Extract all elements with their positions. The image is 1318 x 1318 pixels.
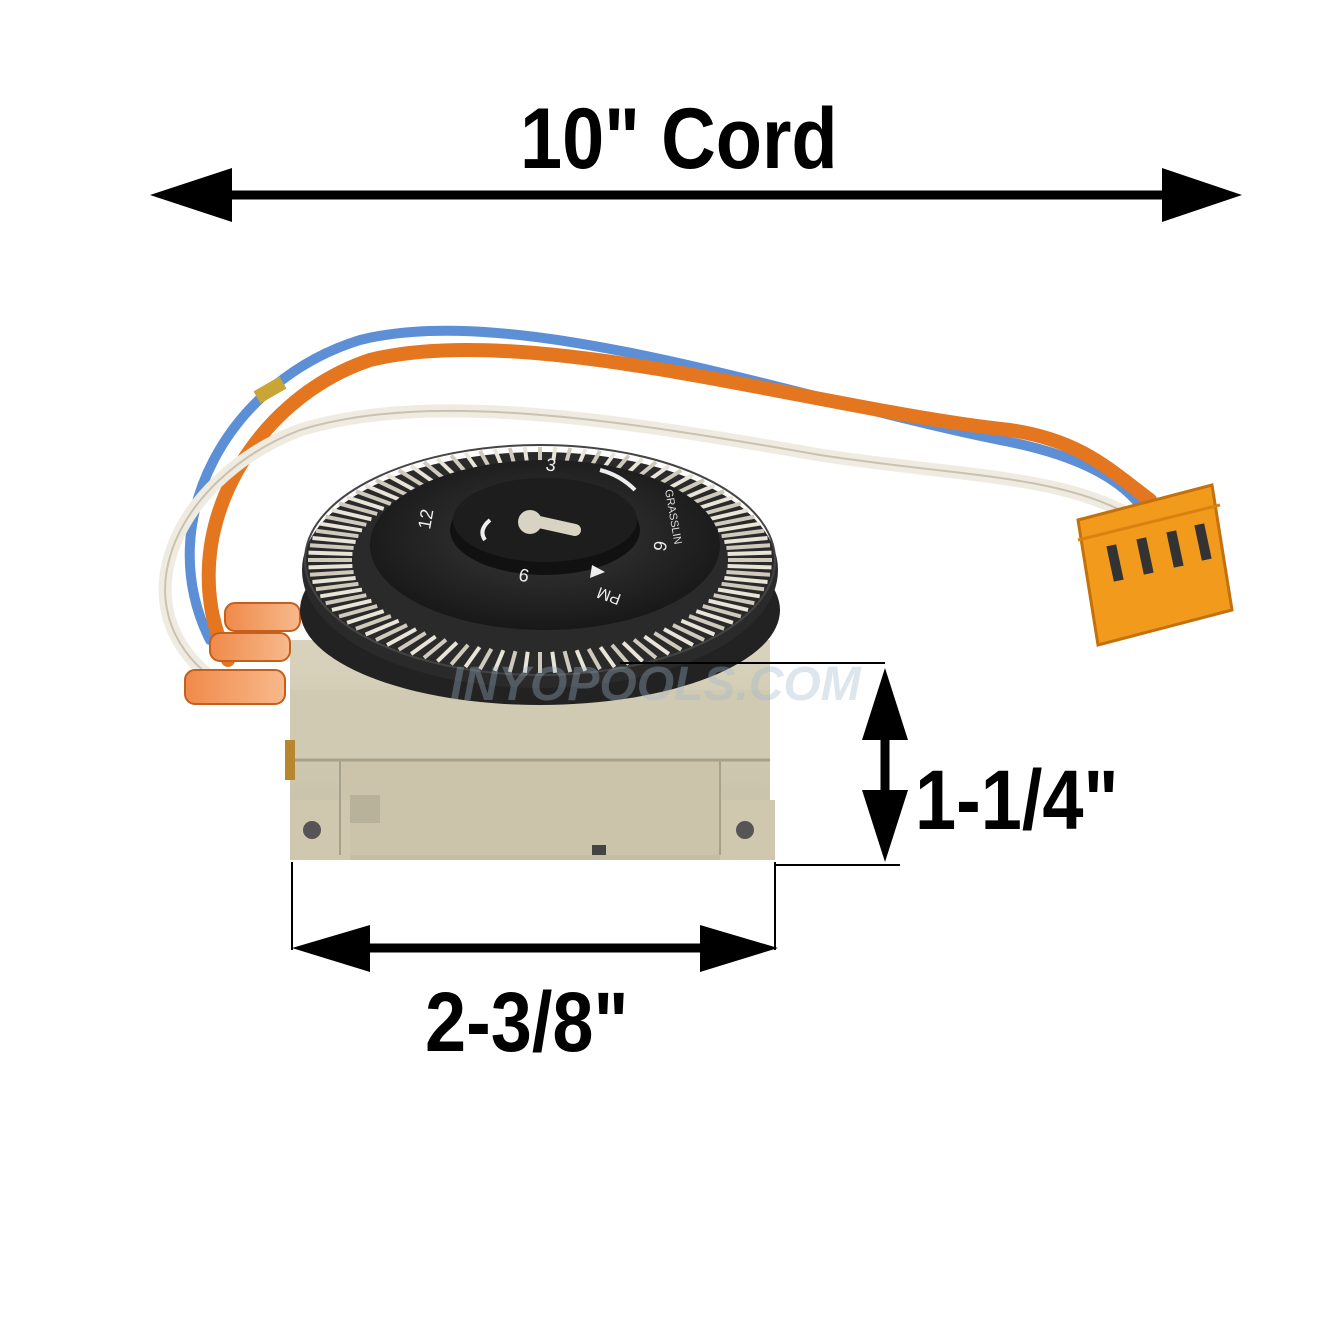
tripper-tooth	[653, 631, 683, 652]
tripper-tooth	[386, 473, 417, 493]
tripper-tooth	[721, 528, 765, 539]
dial-hand	[518, 510, 581, 536]
triangle-marker-icon	[590, 565, 605, 578]
tripper-tooth	[492, 649, 506, 672]
tripper-tooth	[717, 521, 761, 533]
tripper-tooth	[325, 593, 367, 606]
dial-number-6: 6	[649, 539, 670, 552]
tripper-tooth	[338, 501, 378, 516]
tripper-tooth	[550, 651, 558, 674]
tripper-tooth	[680, 618, 716, 637]
spade-terminals	[184, 602, 301, 780]
tripper-tooth	[717, 587, 761, 599]
tripper-tooth	[409, 634, 437, 656]
tripper-tooth	[721, 581, 765, 592]
tripper-tooth	[331, 508, 372, 522]
tripper-tooth	[562, 650, 573, 673]
tripper-tooth	[695, 609, 734, 625]
tripper-tooth	[319, 587, 363, 599]
width-dimension-arrow	[291, 862, 778, 972]
tripper-tooth	[355, 489, 392, 506]
tripper-tooth	[726, 543, 771, 550]
rotation-arrow-icon	[480, 518, 492, 542]
tripper-tooth	[598, 645, 617, 669]
tripper-tooth	[315, 581, 359, 592]
tripper-tooth	[463, 645, 482, 669]
width-label: 2-3/8"	[425, 975, 629, 1069]
tripper-tooth	[724, 575, 768, 585]
tripper-tooth	[449, 643, 470, 666]
tripper-tooth	[319, 521, 363, 533]
tripper-tooth	[309, 570, 354, 577]
rotation-arrow-icon	[599, 468, 637, 492]
tripper-tooth	[397, 631, 427, 652]
tripper-tooth	[724, 535, 768, 545]
tripper-tooth	[478, 647, 494, 671]
height-label: 1-1/4"	[915, 753, 1119, 847]
tripper-tooth	[727, 550, 772, 556]
tripper-tooth	[312, 535, 356, 545]
tripper-tooth	[325, 514, 367, 527]
tripper-tooth	[702, 501, 742, 516]
tripper-tooth	[386, 627, 417, 647]
tripper-tooth	[672, 623, 705, 642]
tripper-tooth	[338, 604, 378, 619]
tripper-tooth	[727, 564, 772, 570]
tripper-tooth	[713, 593, 755, 606]
dial-number-12: 12	[414, 507, 437, 530]
tripper-tooth	[397, 468, 427, 489]
dial-number-9: 9	[517, 564, 530, 585]
tripper-tooth	[574, 649, 588, 672]
tripper-tooth	[610, 643, 631, 666]
tripper-tooth	[632, 638, 658, 660]
timer-dial: 12 3 6 9 GRASSLIN PM	[300, 444, 780, 705]
tripper-tooth	[308, 550, 353, 556]
tripper-tooth	[708, 508, 749, 522]
tripper-tooth	[355, 614, 392, 631]
tripper-tooth	[422, 638, 448, 660]
tripper-tooth	[346, 495, 385, 511]
cord-length-label: 10" Cord	[520, 91, 838, 187]
tripper-tooth	[663, 627, 694, 647]
tripper-tooth	[364, 618, 400, 637]
tripper-tooth	[375, 478, 408, 497]
tripper-tooth	[708, 598, 749, 612]
connector-plug	[1076, 483, 1234, 647]
cord-dimension-arrow	[150, 168, 1242, 222]
tripper-tooth	[688, 614, 725, 631]
tripper-tooth	[643, 634, 671, 656]
tripper-tooth	[507, 650, 518, 673]
tripper-tooth	[713, 514, 755, 527]
watermark: INYOPOOLS.COM	[450, 658, 862, 711]
tripper-tooth	[346, 609, 385, 625]
wire-bundle	[158, 325, 1157, 697]
tripper-tooth	[315, 528, 359, 539]
tripper-tooth	[522, 651, 530, 674]
tripper-tooth	[309, 543, 354, 550]
dial-number-3: 3	[544, 454, 557, 475]
tripper-tooth	[586, 647, 602, 671]
tripper-tooth	[312, 575, 356, 585]
height-dimension-arrow	[620, 662, 908, 866]
tripper-tooth	[375, 623, 408, 642]
tripper-tooth	[695, 495, 734, 511]
tripper-tooth	[726, 570, 771, 577]
tripper-tooth	[702, 604, 742, 619]
tripper-tooth	[331, 598, 372, 612]
tripper-tooth	[435, 641, 459, 663]
tripper-tooth	[308, 564, 353, 570]
tripper-tooth	[621, 641, 645, 663]
tripper-tooth	[364, 483, 400, 502]
timer-body	[290, 640, 775, 860]
